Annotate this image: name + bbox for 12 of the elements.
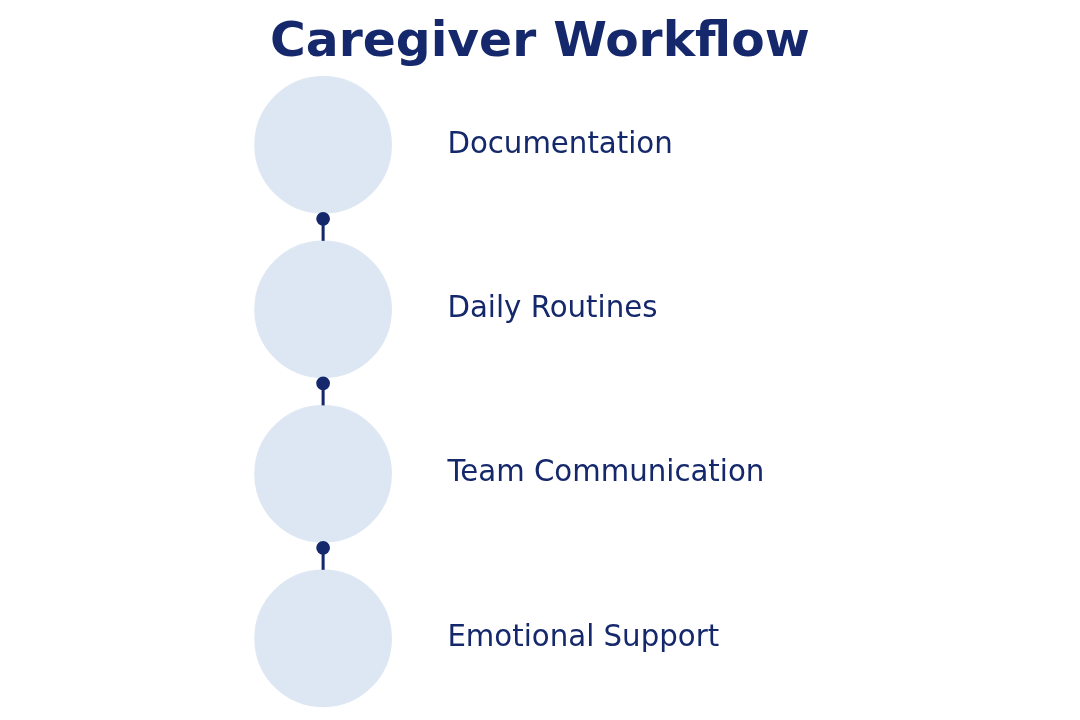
connector <box>316 376 330 406</box>
node-circle <box>254 569 392 708</box>
node-label: Team Communication <box>447 454 765 489</box>
node-label: Daily Routines <box>447 289 658 324</box>
node-label: Emotional Support <box>447 618 720 653</box>
connector <box>316 540 330 570</box>
node-circle <box>254 240 392 379</box>
connector <box>316 211 330 241</box>
node-circle <box>254 76 392 214</box>
node-label: Documentation <box>447 125 673 160</box>
diagram-title: Caregiver Workflow <box>270 10 810 67</box>
node-circle <box>254 405 392 543</box>
